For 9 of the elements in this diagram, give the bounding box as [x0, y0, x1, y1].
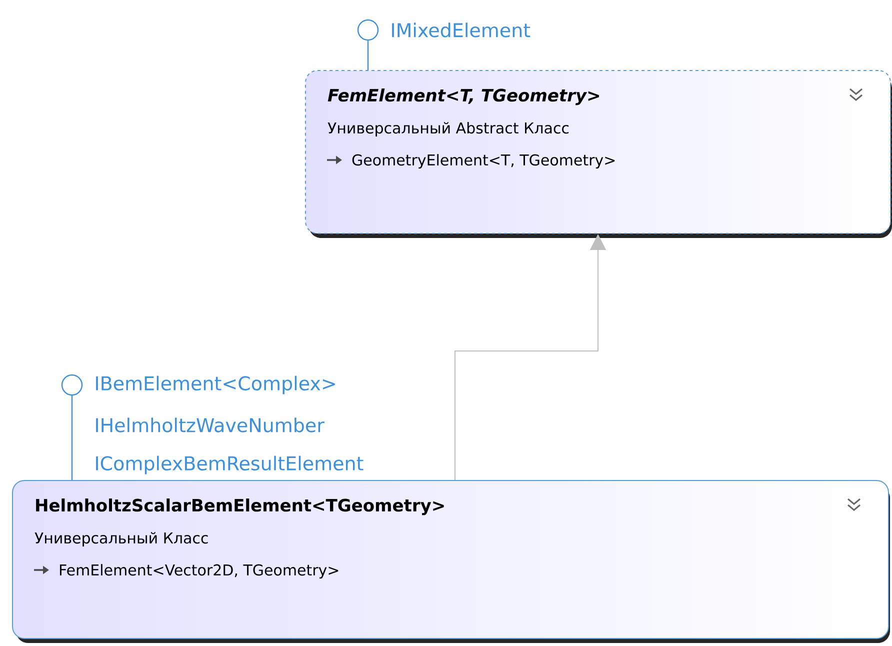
interface-circle — [357, 19, 379, 41]
connector-line — [71, 396, 73, 480]
connector-line — [367, 40, 369, 70]
class-box: HelmholtzScalarBemElement<TGeometry> Универсальный Класс FemElement<Vector2D, TGeometry> — [12, 480, 889, 639]
interface-name: IBemElement<Complex> — [96, 376, 335, 394]
interface-name: IMixedElement — [392, 22, 530, 38]
interface-circle — [61, 374, 83, 396]
interface-name: IHelmholtzWaveNumber — [96, 418, 324, 432]
class-box: FemElement<T, TGeometry> Универсальный Abstract Класс GeometryElement<T, TGeometry> — [305, 70, 891, 234]
